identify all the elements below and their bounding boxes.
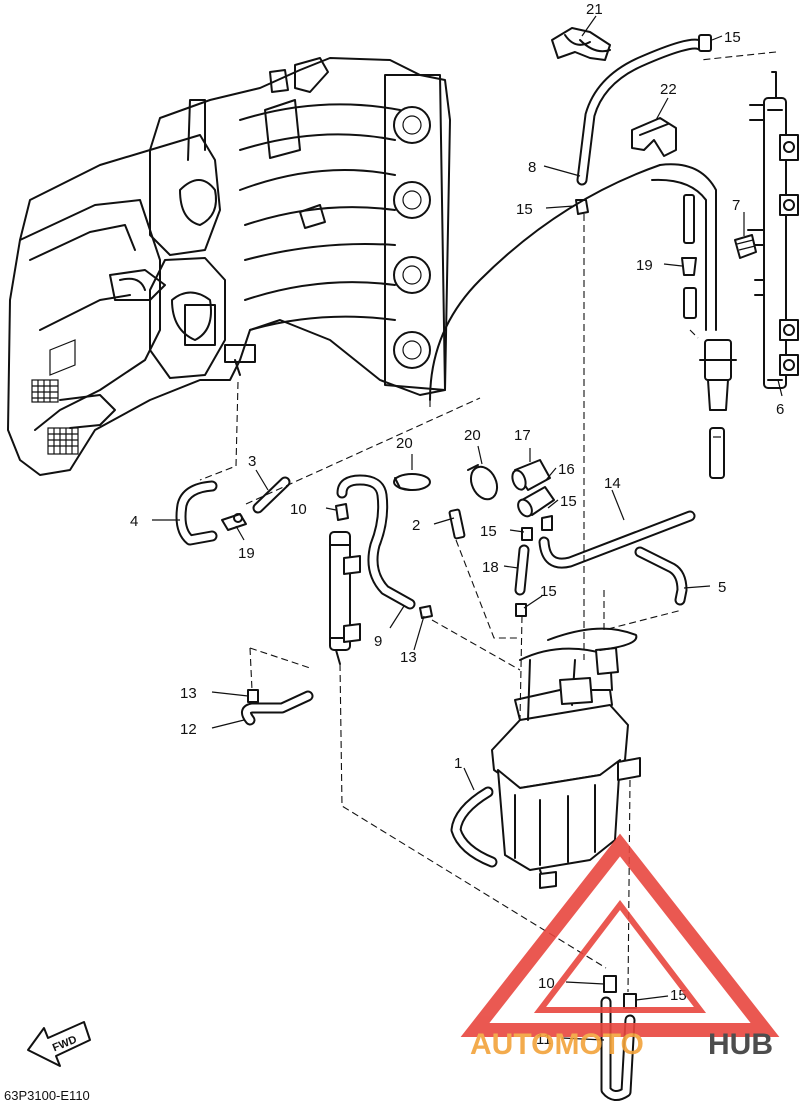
joint-19-lower (221, 513, 247, 531)
cap-16 (517, 486, 555, 518)
vapor-separator (491, 627, 641, 889)
callout-13: 13 (400, 649, 417, 666)
inline-filter (329, 531, 361, 665)
callout-16: 16 (558, 461, 575, 478)
callout-10: 10 (538, 975, 555, 992)
watermark-inner-triangle (533, 900, 707, 1013)
fwd-arrow: FWD (27, 1021, 91, 1067)
callout-1: 1 (454, 755, 462, 772)
callout-8: 8 (528, 159, 536, 176)
callout-17: 17 (514, 427, 531, 444)
callout-22: 22 (660, 81, 677, 98)
clip-21 (551, 27, 611, 61)
watermark-text-part2: HUB (708, 1028, 773, 1061)
drawing-code: 63P3100-E110 (4, 1088, 90, 1103)
hose-18 (514, 544, 530, 596)
cap-17 (511, 459, 551, 491)
watermark-text-part1: AUTOMOTO (470, 1028, 644, 1061)
hose-8 (576, 38, 706, 186)
clamp-20-left (393, 473, 431, 491)
joint-19-upper (681, 194, 697, 319)
callout-15: 15 (724, 29, 741, 46)
hose-1 (450, 786, 498, 868)
callout-21: 21 (586, 1, 603, 18)
clip-10-upper (335, 503, 349, 521)
callout-7: 7 (732, 197, 740, 214)
hose-14 (538, 510, 696, 569)
hose-9 (336, 474, 416, 610)
vapor-hose (429, 163, 717, 401)
callout-13: 13 (180, 685, 197, 702)
fuel-rail (734, 71, 799, 389)
watermark-logo: AUTOMOTO HUB (460, 833, 780, 1061)
hose-4 (175, 480, 218, 546)
clamp-20-right (467, 464, 499, 501)
callout-19: 19 (238, 545, 255, 562)
callout-5: 5 (718, 579, 726, 596)
callout-15: 15 (540, 583, 557, 600)
callouts: 21 15 22 8 15 7 19 6 3 20 20 17 16 4 10 … (130, 1, 784, 1048)
callout-15: 15 (516, 201, 533, 218)
callout-20: 20 (396, 435, 413, 452)
pipe-3 (252, 476, 291, 514)
callout-6: 6 (776, 401, 784, 418)
clip-15-middle (515, 515, 553, 617)
callout-10: 10 (290, 501, 307, 518)
watermark-triangle (460, 833, 780, 1037)
callout-9: 9 (374, 633, 382, 650)
callout-19: 19 (636, 257, 653, 274)
callout-12: 12 (180, 721, 197, 738)
filter-valve (699, 339, 737, 479)
pipe-2 (448, 508, 466, 540)
hose-11 (600, 996, 636, 1101)
callout-20: 20 (464, 427, 481, 444)
callout-2: 2 (412, 517, 420, 534)
leader-lines (152, 15, 783, 1041)
clip-bottom (603, 975, 637, 1009)
connection-lines (199, 51, 777, 993)
hose-12 (241, 690, 314, 726)
intake-manifold (7, 57, 451, 476)
clip-13-upper (419, 605, 433, 619)
callout-15: 15 (560, 493, 577, 510)
callout-4: 4 (130, 513, 138, 530)
callout-3: 3 (248, 453, 256, 470)
clip-13-lower (247, 689, 259, 703)
callout-18: 18 (482, 559, 499, 576)
callout-15: 15 (480, 523, 497, 540)
hose-5 (634, 546, 688, 606)
callout-14: 14 (604, 475, 621, 492)
bracket-22 (631, 117, 677, 157)
